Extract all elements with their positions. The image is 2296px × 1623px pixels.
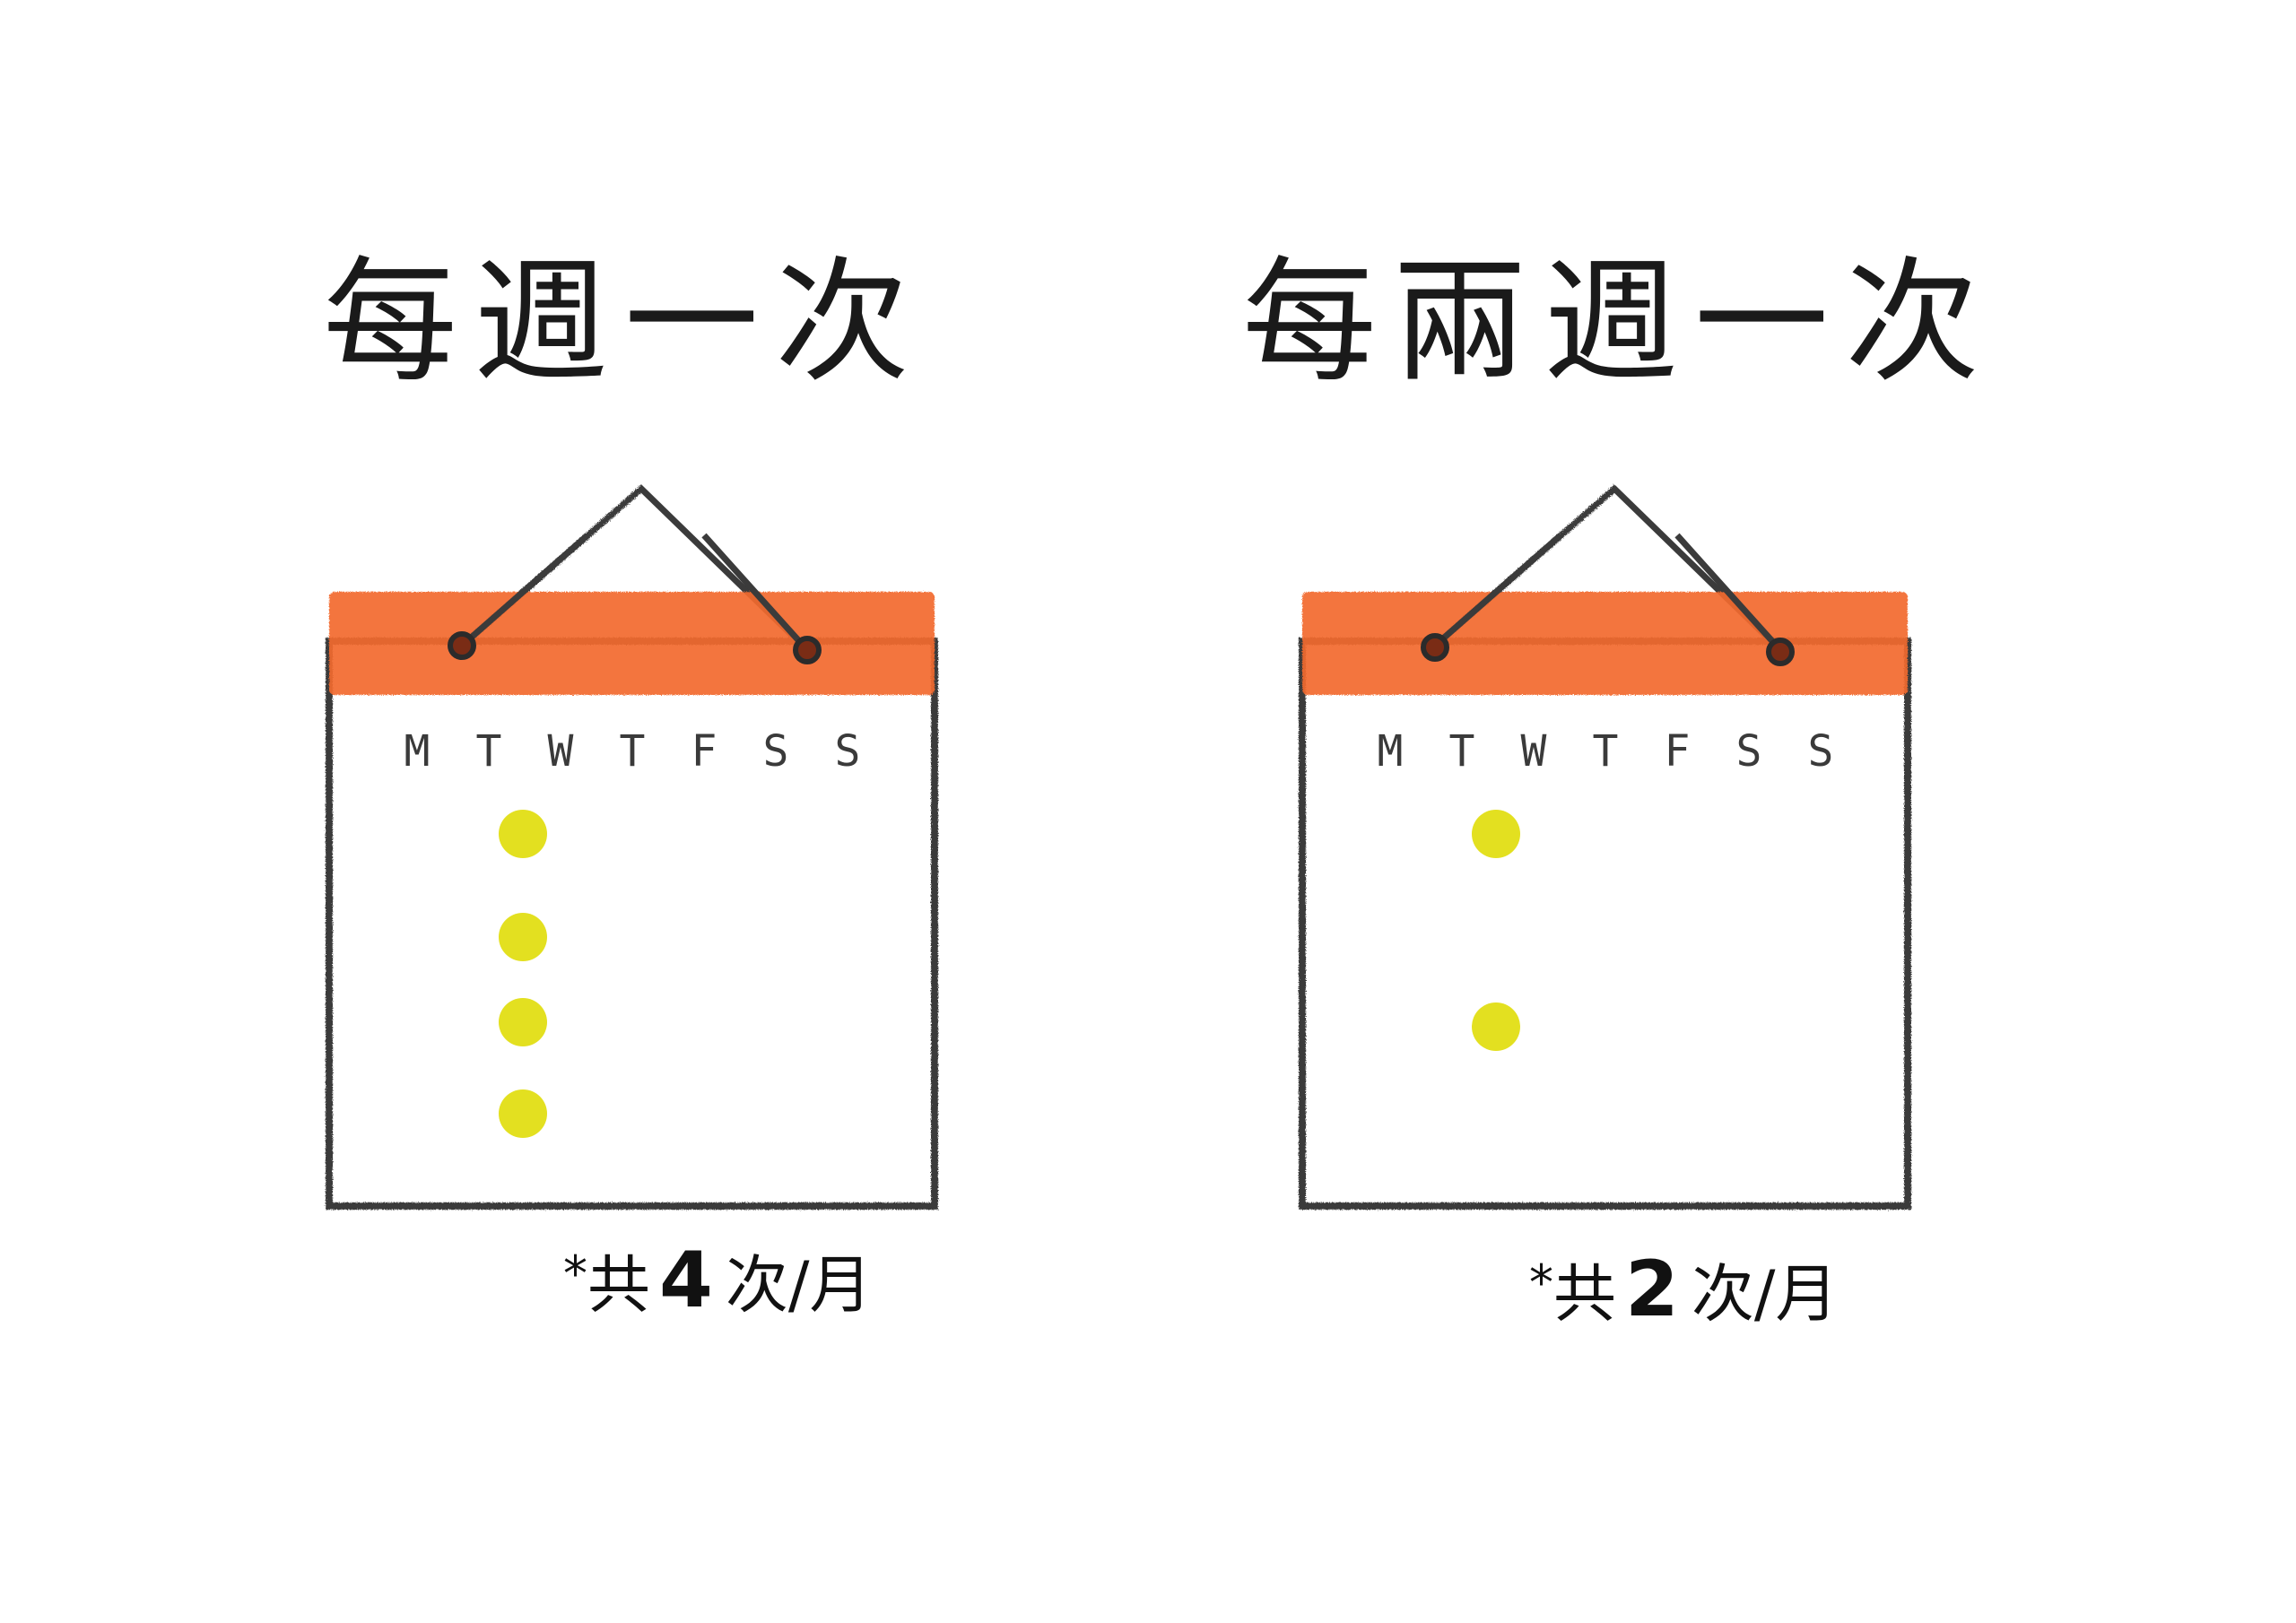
event-dot (499, 913, 547, 961)
count-number: 2 (1625, 1245, 1679, 1334)
weekday-wed: W (547, 726, 574, 777)
hanger-hole-right (793, 636, 822, 664)
calendar-drawing (1299, 484, 1911, 1210)
event-dot (1472, 810, 1520, 858)
event-dot (499, 1089, 547, 1138)
weekday-labels: M T W T F S S (1363, 726, 1848, 777)
asterisk: * (563, 1245, 587, 1302)
hanger-hole-right (1766, 638, 1795, 666)
hanger-hole-left (1421, 633, 1449, 662)
weekday-fri: F (1664, 726, 1691, 777)
hanger-hole-left (448, 631, 476, 660)
weekday-tue: T (1448, 726, 1475, 777)
event-dot (499, 998, 547, 1046)
caption-pre: 共 (1553, 1257, 1616, 1331)
weekday-sat: S (762, 726, 789, 777)
weekday-sat: S (1735, 726, 1762, 777)
weekday-fri: F (691, 726, 718, 777)
caption-post: 次/月 (725, 1248, 873, 1322)
count-number: 4 (659, 1236, 713, 1325)
asterisk: * (1529, 1254, 1553, 1311)
weekday-tue: T (475, 726, 502, 777)
calendar-header (329, 592, 935, 695)
calendar-drawing (326, 484, 938, 1210)
weekday-sun: S (834, 726, 861, 777)
weekday-mon: M (404, 726, 430, 777)
weekday-sun: S (1807, 726, 1834, 777)
calendar-header (1302, 592, 1908, 695)
caption-post: 次/月 (1691, 1257, 1839, 1331)
title-biweekly: 每兩週一次 (1242, 245, 1996, 401)
event-dot (1472, 1002, 1520, 1051)
weekday-thu: T (1592, 726, 1619, 777)
title-weekly: 每週一次 (323, 245, 926, 401)
calendar-weekly: M T W T F S S (318, 475, 946, 1219)
caption-pre: 共 (587, 1248, 650, 1322)
calendar-body (1299, 638, 1911, 1210)
calendar-biweekly: M T W T F S S (1292, 475, 1919, 1219)
weekday-thu: T (619, 726, 646, 777)
event-dot (499, 810, 547, 858)
weekday-wed: W (1520, 726, 1547, 777)
weekday-mon: M (1377, 726, 1404, 777)
weekday-labels: M T W T F S S (390, 726, 874, 777)
